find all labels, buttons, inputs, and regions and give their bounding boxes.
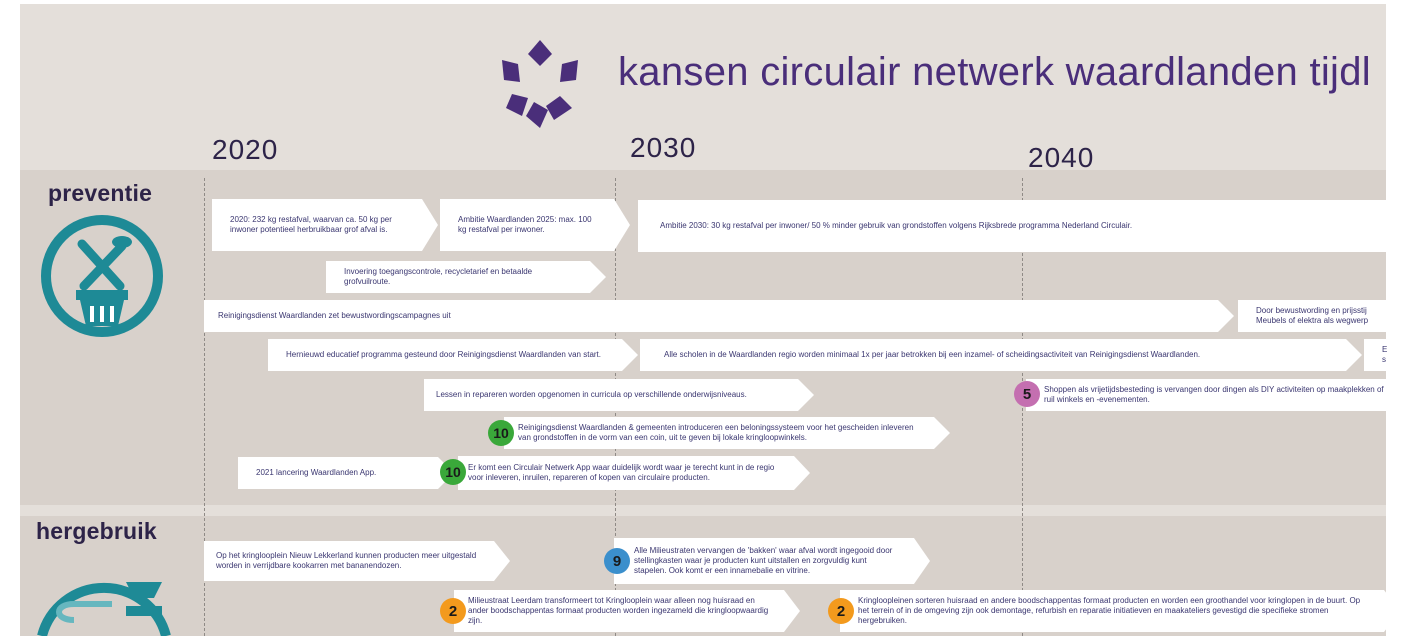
page-title: kansen circulair netwerk waardlanden tij…	[618, 50, 1371, 94]
timeline-card-milieustraten: Alle Milieustraten vervangen de 'bakken'…	[614, 538, 930, 584]
trash-bin-icon	[41, 215, 163, 337]
timeline-card-circulair-netwerk-app: Er komt een Circulair Netwerk App waar d…	[458, 456, 810, 490]
timeline-card-lessen-repareren: Lessen in repareren worden opgenomen in …	[424, 379, 814, 411]
timeline-card-beloningssysteem: Reinigingsdienst Waardlanden & gemeenten…	[504, 417, 950, 449]
timeline-card-shoppen: Shoppen als vrijetijdsbesteding is verva…	[1026, 379, 1404, 411]
timeline-card-restafval-2020: 2020: 232 kg restafval, waarvan ca. 50 k…	[212, 199, 438, 251]
timeline-card-kringlooplein-nieuw-lekkerland: Op het kringlooplein Nieuw Lekkerland ku…	[204, 541, 510, 581]
badge-sdg-10: 10	[440, 459, 466, 485]
badge-sdg-5: 5	[1014, 381, 1040, 407]
timeline-card-milieustraat-leerdam: Milieustraat Leerdam transformeert tot K…	[454, 590, 800, 632]
badge-sdg-2: 2	[440, 598, 466, 624]
gridline-2040	[1022, 178, 1023, 636]
timeline-card-toegangscontrole: Invoering toegangscontrole, recycletarie…	[326, 261, 606, 293]
timeline-card-prijsstijging: Door bewustwording en prijsstij Meubels …	[1238, 300, 1404, 332]
badge-sdg-2: 2	[828, 598, 854, 624]
timeline-card-waardlanden-app: 2021 lancering Waardlanden App.	[238, 457, 454, 489]
timeline-card-bewustwordingscampagnes: Reinigingsdienst Waardlanden zet bewustw…	[204, 300, 1234, 332]
year-2020: 2020	[212, 134, 279, 165]
timeline-card-ambitie-2030: Ambitie 2030: 30 kg restafval per inwone…	[638, 200, 1404, 252]
star-ring-logo	[502, 40, 578, 128]
timeline-card-kringloopleinen: Kringloopleinen sorteren huisraad en and…	[840, 590, 1400, 632]
bowl-reuse-icon	[37, 582, 171, 636]
section-label-hergebruik: hergebruik	[36, 518, 157, 544]
badge-sdg-9: 9	[604, 548, 630, 574]
timeline-card-edge: E s	[1364, 339, 1404, 371]
timeline-card-ambitie-2025: Ambitie Waardlanden 2025: max. 100 kg re…	[440, 199, 630, 251]
section-label-preventie: preventie	[48, 180, 153, 206]
timeline-card-scholen: Alle scholen in de Waardlanden regio wor…	[640, 339, 1362, 371]
badge-sdg-10: 10	[488, 420, 514, 446]
year-2030: 2030	[630, 132, 697, 163]
gridline-2020	[204, 178, 205, 636]
timeline-card-educatief-programma: Hernieuwd educatief programma gesteund d…	[268, 339, 638, 371]
year-2040: 2040	[1028, 142, 1095, 173]
